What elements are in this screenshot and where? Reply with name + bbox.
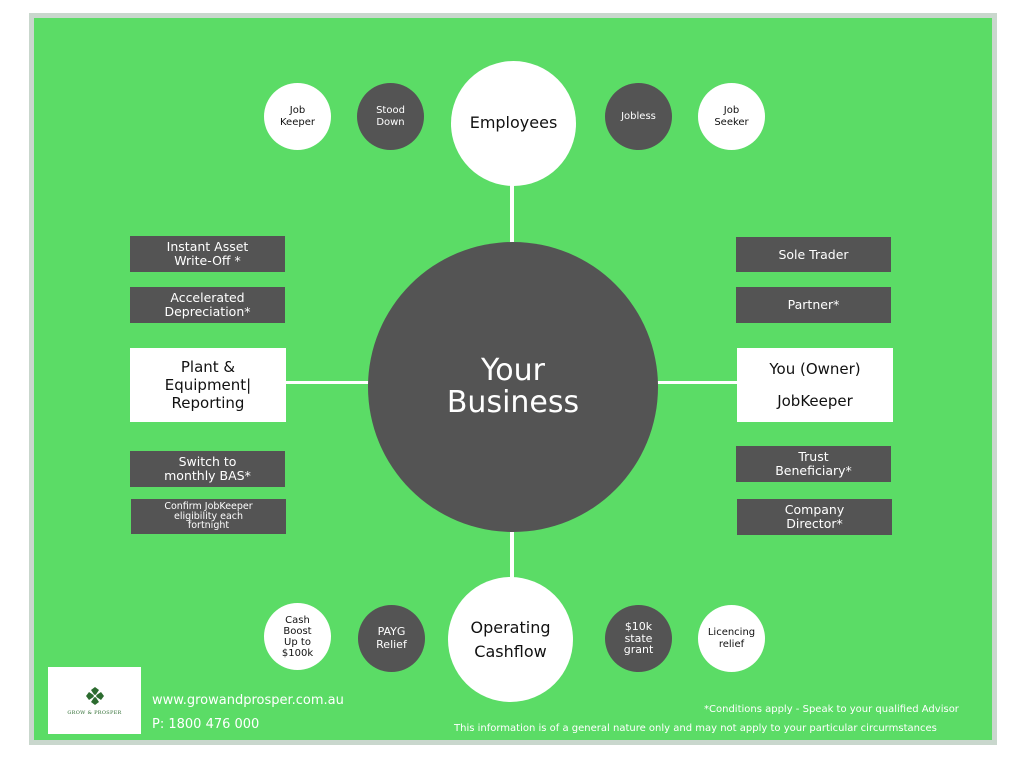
confirm-jobkeeper-box: Confirm JobKeeper eligibility each fortn… [131, 499, 286, 534]
operating-cashflow-node: Operating Cashflow [448, 577, 573, 702]
payg-relief-bubble: PAYG Relief [358, 605, 425, 672]
logo-card: GROW & PROSPER [48, 667, 141, 734]
plant-equipment-box: Plant & Equipment| Reporting [130, 348, 286, 422]
cash-boost-label: Cash Boost Up to $100k [281, 614, 314, 659]
licencing-relief-label: Licencing relief [707, 627, 756, 650]
job-seeker-label: Job Seeker [714, 105, 749, 128]
owner-box: You (Owner) JobKeeper [737, 348, 893, 422]
monthly-bas-box: Switch to monthly BAS* [130, 451, 285, 487]
plant-equipment-label: Plant & Equipment| Reporting [164, 358, 252, 412]
owner-jobkeeper-label: JobKeeper [777, 392, 853, 410]
central-node: Your Business [368, 242, 658, 532]
instant-asset-box: Instant Asset Write-Off * [130, 236, 285, 272]
trust-beneficiary-box: Trust Beneficiary* [736, 446, 891, 482]
employees-node: Employees [451, 61, 576, 186]
accelerated-depreciation-label: Accelerated Depreciation* [164, 290, 251, 319]
connector-right [654, 381, 738, 384]
partner-box: Partner* [736, 287, 891, 323]
confirm-jobkeeper-label: Confirm JobKeeper eligibility each fortn… [164, 500, 253, 532]
logo-text: GROW & PROSPER [67, 709, 122, 716]
instant-asset-label: Instant Asset Write-Off * [166, 239, 249, 268]
clover-logo-icon [85, 686, 104, 705]
employees-node-label: Employees [469, 113, 558, 133]
jobless-bubble: Jobless [605, 83, 672, 150]
monthly-bas-label: Switch to monthly BAS* [164, 454, 251, 483]
licencing-relief-bubble: Licencing relief [698, 605, 765, 672]
company-director-label: Company Director* [784, 502, 845, 531]
phone-number: P: 1800 476 000 [152, 717, 260, 732]
connector-left [285, 381, 369, 384]
partner-label: Partner* [787, 297, 840, 313]
state-grant-label: $10k state grant [623, 620, 654, 657]
website-link[interactable]: www.growandprosper.com.au [152, 693, 344, 708]
sole-trader-label: Sole Trader [778, 246, 849, 262]
state-grant-bubble: $10k state grant [605, 605, 672, 672]
connector-bottom [510, 528, 514, 578]
job-seeker-bubble: Job Seeker [698, 83, 765, 150]
job-keeper-label: Job Keeper [280, 105, 315, 128]
trust-beneficiary-label: Trust Beneficiary* [775, 449, 852, 478]
owner-label: You (Owner) [769, 359, 861, 378]
stood-down-label: Stood Down [376, 105, 405, 128]
central-node-label: Your Business [446, 352, 580, 420]
payg-relief-label: PAYG Relief [376, 624, 407, 651]
disclaimer-note: This information is of a general nature … [454, 723, 937, 734]
job-keeper-bubble: Job Keeper [264, 83, 331, 150]
operating-cashflow-label: Operating Cashflow [470, 617, 551, 661]
conditions-note: *Conditions apply - Speak to your qualif… [704, 704, 959, 715]
stood-down-bubble: Stood Down [357, 83, 424, 150]
sole-trader-box: Sole Trader [736, 237, 891, 272]
accelerated-depreciation-box: Accelerated Depreciation* [130, 287, 285, 323]
cash-boost-bubble: Cash Boost Up to $100k [264, 603, 331, 670]
connector-top [510, 180, 514, 242]
jobless-label: Jobless [621, 110, 656, 122]
company-director-box: Company Director* [737, 499, 892, 535]
